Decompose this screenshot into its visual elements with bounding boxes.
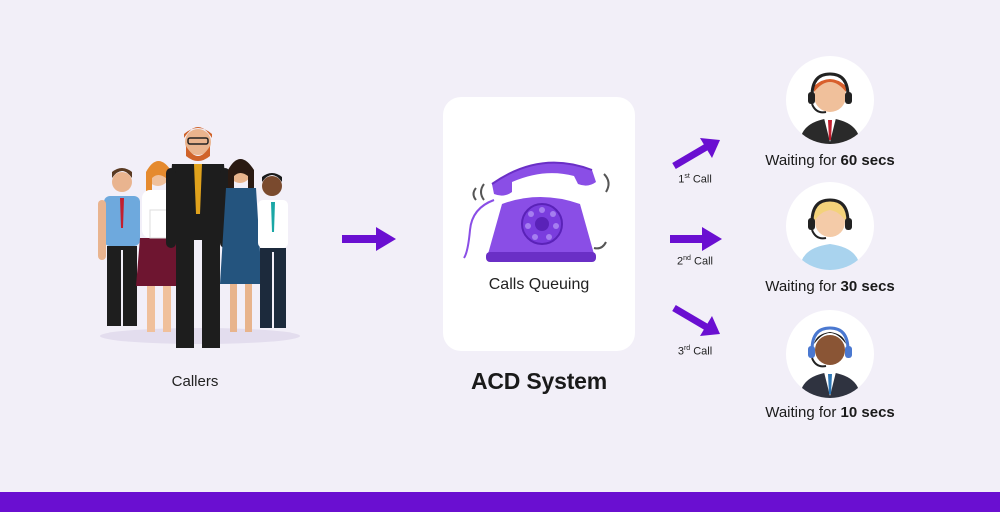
telephone-icon: [463, 161, 610, 262]
caller-person-1: [98, 168, 140, 326]
agent-1-avatar: [786, 56, 874, 144]
arrow-call-1-icon: [672, 138, 720, 170]
agent-3-avatar: [786, 310, 874, 398]
call-3-label: 3rd Call: [677, 345, 713, 358]
agent-2-avatar: [786, 182, 874, 270]
callers-label: Callers: [171, 373, 219, 390]
bottom-accent-bar: [0, 492, 1000, 512]
acd-system-title: ACD System: [470, 368, 608, 394]
agent-headset-icon: [800, 326, 860, 398]
arrow-call-2-icon: [670, 227, 722, 251]
call-1-label: 1st Call: [678, 173, 712, 186]
agent-1-wait-label: Waiting for 60 secs: [765, 152, 895, 169]
agent-3-wait-label: Waiting for 10 secs: [765, 404, 895, 421]
arrow-callers-to-acd-icon: [342, 227, 396, 251]
agent-headset-icon: [800, 198, 860, 270]
arrow-call-3-icon: [672, 304, 720, 336]
caller-person-5: [258, 173, 288, 328]
caller-person-4: [220, 159, 262, 332]
callers-illustration: [98, 127, 300, 348]
calls-queuing-label: Calls Queuing: [488, 276, 590, 293]
agent-2-wait-label: Waiting for 30 secs: [765, 278, 895, 295]
agent-headset-icon: [800, 72, 860, 144]
caller-person-3: [166, 127, 230, 348]
call-2-label: 2nd Call: [677, 255, 713, 268]
